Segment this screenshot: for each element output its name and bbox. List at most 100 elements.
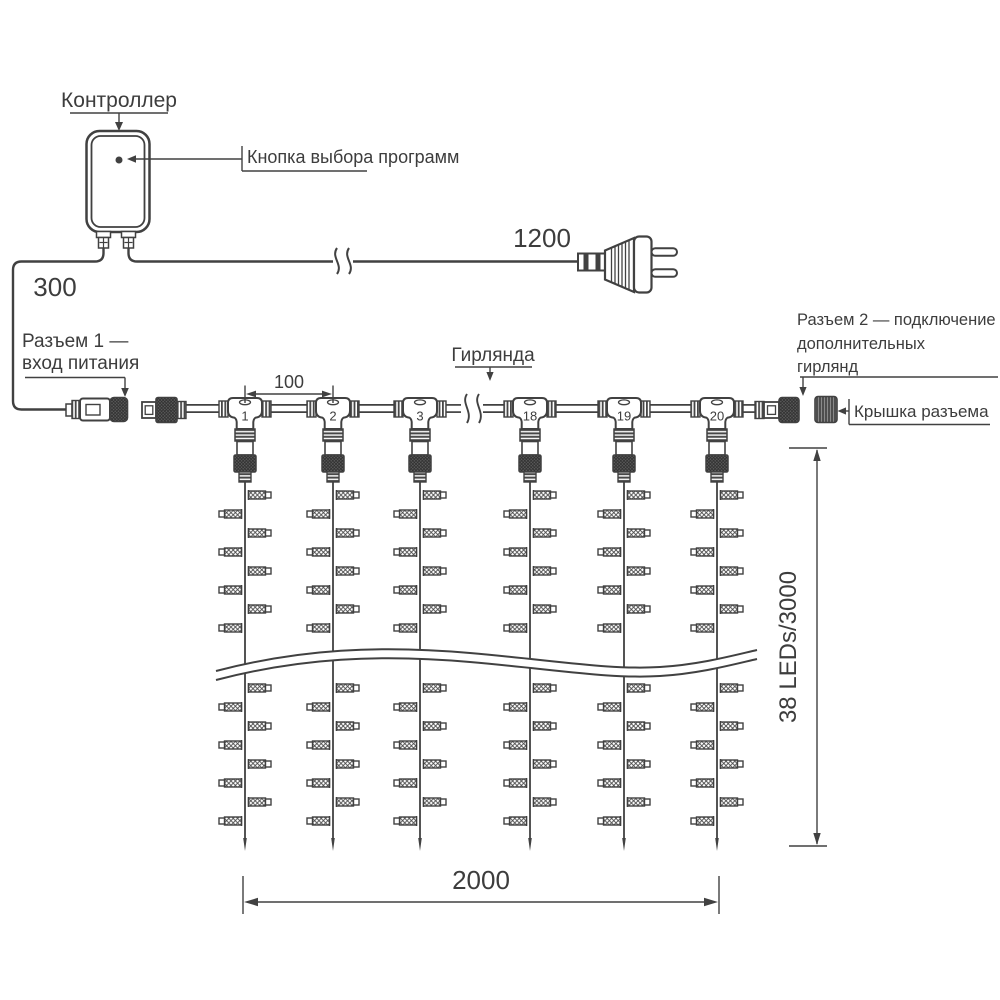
led-string-tip — [622, 838, 626, 851]
string-plug-collar — [710, 471, 724, 483]
led-lamp — [532, 759, 557, 769]
plug-body — [603, 236, 636, 294]
drop-collar-right — [436, 400, 447, 418]
string-plug-body — [518, 454, 542, 473]
drop-tee-body — [699, 397, 735, 430]
power-plug — [577, 235, 678, 294]
connector2 — [754, 396, 800, 424]
led-lamp — [306, 778, 331, 788]
led-lamp — [532, 490, 557, 500]
controller-box-inner — [90, 135, 146, 228]
led-lamp — [422, 683, 447, 693]
led-lamp — [532, 566, 557, 576]
led-lamp — [306, 816, 331, 826]
drop-thread-collar — [409, 428, 431, 442]
curtain-width-text: 2000 — [452, 865, 510, 895]
led-lamp — [690, 509, 715, 519]
led-lamp — [247, 490, 272, 500]
string-spec-text: 38 LEDs/3000 — [775, 571, 802, 723]
led-lamp — [218, 547, 243, 557]
led-lamp — [218, 585, 243, 595]
led-lamp — [719, 721, 744, 731]
led-lamp — [597, 778, 622, 788]
program-button-label-text: Кнопка выбора программ — [247, 147, 459, 167]
controller — [85, 129, 151, 249]
led-lamp — [719, 797, 744, 807]
string-plug-body — [612, 454, 636, 473]
connector2-label-line2: дополнительных — [797, 335, 926, 353]
string-plug-body — [408, 454, 432, 473]
led-lamp — [306, 740, 331, 750]
led-lamp — [218, 816, 243, 826]
led-lamp — [306, 547, 331, 557]
led-lamp — [719, 490, 744, 500]
led-lamp — [597, 547, 622, 557]
string-plug-cap — [521, 440, 539, 456]
led-lamp — [218, 740, 243, 750]
led-lamp — [626, 490, 651, 500]
drop-collar-left — [597, 400, 608, 418]
led-string-tip — [243, 838, 247, 851]
led-lamp — [335, 490, 360, 500]
drop-thread-collar — [519, 428, 541, 442]
string-plug-body — [705, 454, 729, 473]
led-lamp — [626, 528, 651, 538]
connector1-male — [65, 396, 129, 423]
led-lamp — [393, 623, 418, 633]
led-lamp — [626, 759, 651, 769]
plug-pin-bottom — [650, 268, 678, 278]
led-lamp — [532, 797, 557, 807]
power-cable-break-icon — [334, 247, 352, 275]
drop-collar-left — [306, 400, 317, 418]
led-lamp — [218, 623, 243, 633]
garland-drop: 19 — [597, 397, 651, 851]
drop-collar-left — [393, 400, 404, 418]
drop-spacing-text: 100 — [274, 372, 304, 392]
led-lamp — [503, 702, 528, 712]
led-lamp — [503, 547, 528, 557]
led-lamp — [626, 683, 651, 693]
garland-drop: 2 — [306, 397, 360, 851]
drop-collar-left — [218, 400, 229, 418]
led-lamp — [335, 566, 360, 576]
drop-thread-collar — [322, 428, 344, 442]
drop-collar-left — [690, 400, 701, 418]
led-lamp — [626, 797, 651, 807]
label-controller: Контроллер — [61, 89, 177, 131]
label-garland: Гирлянда — [451, 345, 535, 381]
garland-drop: 18 — [503, 397, 557, 851]
string-plug-body — [233, 454, 257, 473]
led-lamp — [597, 585, 622, 595]
drop-thread-collar — [234, 428, 256, 442]
program-button-dot — [115, 156, 123, 164]
led-lamp — [393, 740, 418, 750]
drop-number: 1 — [241, 409, 248, 424]
string-plug-cap — [236, 440, 254, 456]
garland-cable-break-icon — [464, 393, 482, 424]
led-lamp — [597, 509, 622, 519]
garland-label-text: Гирлянда — [451, 345, 535, 366]
led-string-tip — [418, 838, 422, 851]
connector-cap-label-text: Крышка разъема — [854, 402, 989, 421]
led-lamp — [393, 702, 418, 712]
plug-face — [632, 235, 653, 294]
connector2-label-line1: Разъем 2 — подключение — [797, 311, 996, 329]
led-string-tip — [528, 838, 532, 851]
drop-number: 20 — [710, 409, 724, 424]
led-lamp — [690, 623, 715, 633]
controller-label-text: Контроллер — [61, 89, 177, 112]
dim-drop-spacing: 100 — [244, 372, 334, 403]
led-lamp — [690, 547, 715, 557]
led-lamp — [247, 528, 272, 538]
led-lamp — [503, 778, 528, 788]
connector2-label-line3: гирлянд — [797, 358, 859, 376]
led-lamp — [532, 528, 557, 538]
led-lamp — [597, 816, 622, 826]
led-lamp — [690, 816, 715, 826]
drop-tee-body — [512, 397, 548, 430]
led-lamp — [597, 702, 622, 712]
led-lamp — [335, 721, 360, 731]
led-lamp — [247, 797, 272, 807]
led-lamp — [503, 816, 528, 826]
led-lamp — [393, 778, 418, 788]
